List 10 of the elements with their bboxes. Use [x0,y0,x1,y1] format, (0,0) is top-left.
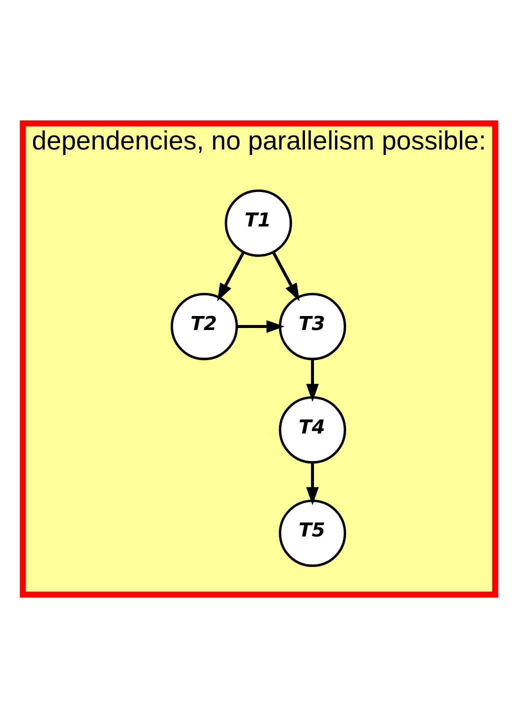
arrow [306,462,319,505]
arrow [236,320,285,332]
node-circle: T1 [224,189,292,256]
arrow [217,251,245,301]
node-circle: T4 [278,396,346,464]
node-circle: T2 [170,292,238,360]
node-circle: T5 [278,499,346,566]
node-circle: T3 [278,292,346,360]
arrow [306,358,319,402]
arrow [272,251,300,301]
